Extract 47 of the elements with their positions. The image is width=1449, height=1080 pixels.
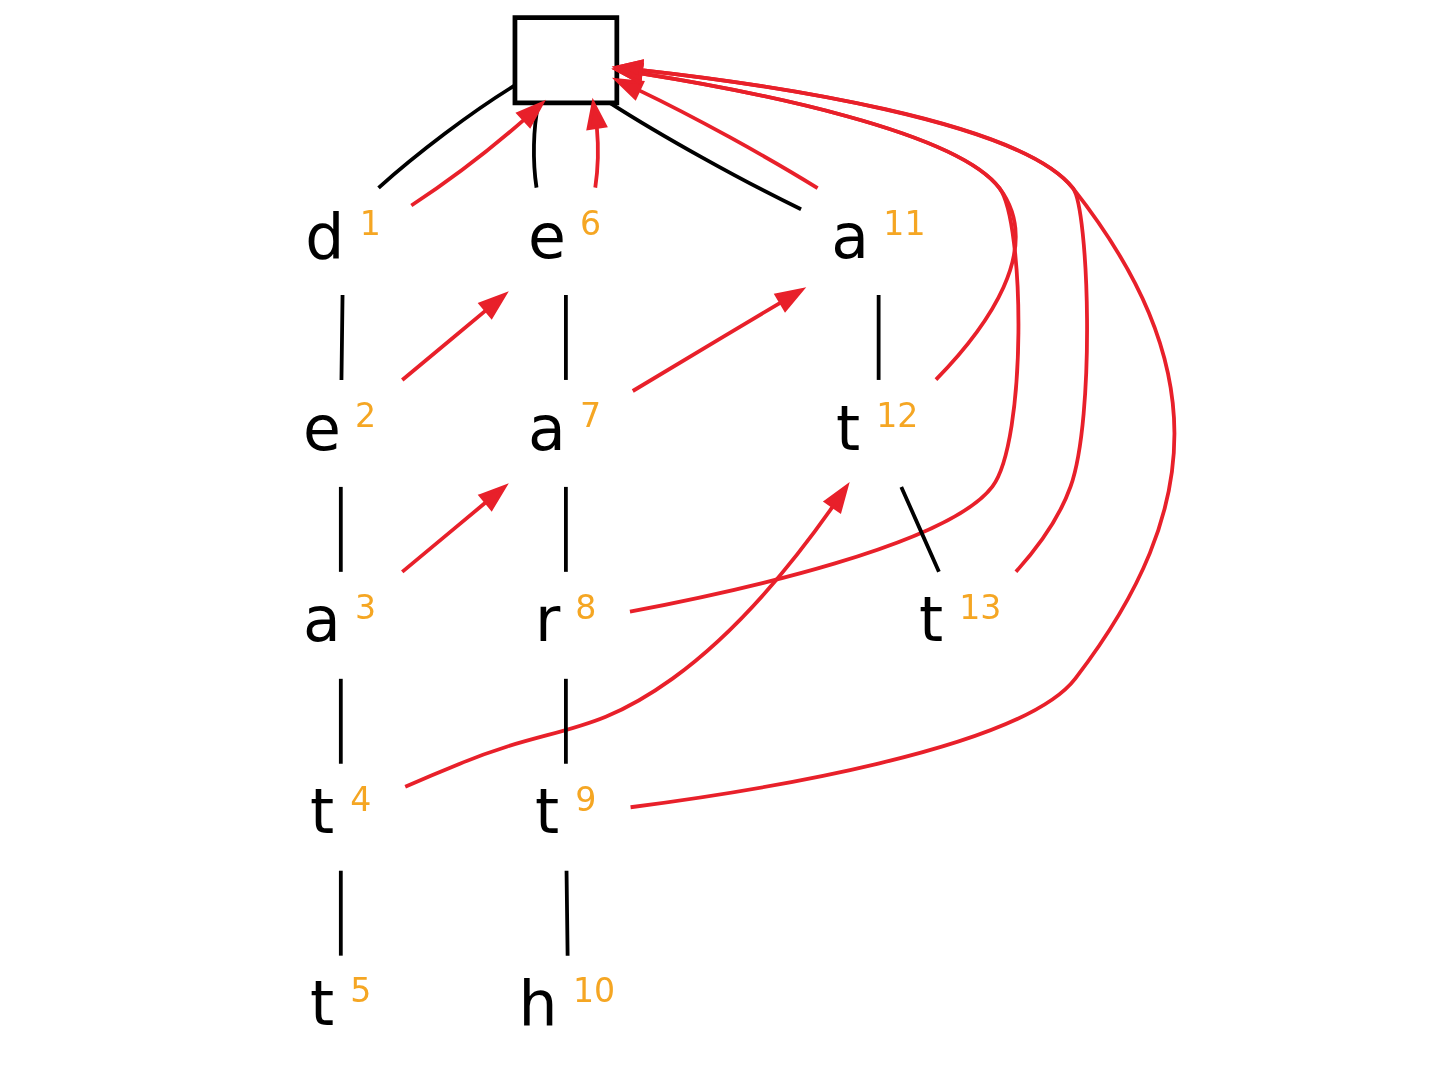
connector: [564, 486, 568, 572]
node-label: 12: [876, 395, 919, 435]
arrow: [631, 287, 807, 393]
connector: [564, 295, 568, 380]
node-label: 5: [350, 971, 372, 1011]
connector: [338, 486, 343, 572]
arrow: [410, 99, 546, 208]
node-text: h: [518, 968, 558, 1041]
connector: [564, 678, 568, 764]
node-label: 13: [959, 587, 1002, 627]
connector: [564, 870, 570, 956]
connector: [338, 870, 343, 956]
node-text: t: [918, 584, 944, 657]
node-label: 9: [575, 779, 597, 819]
node-text: a: [527, 392, 566, 465]
node-label: 3: [355, 587, 377, 627]
node-text: a: [831, 200, 869, 273]
node-box: [512, 15, 620, 106]
node-label: 8: [575, 587, 597, 627]
node-label: 4: [350, 779, 372, 819]
connector: [899, 486, 941, 573]
node-text: d: [305, 200, 345, 273]
arrow: [611, 77, 819, 190]
node-text: e: [302, 392, 341, 465]
node-text: e: [527, 200, 566, 273]
node-text: r: [535, 584, 561, 657]
node-label: 10: [573, 971, 616, 1011]
arrow: [401, 483, 509, 574]
arrow: [611, 62, 1021, 614]
arrow: [404, 482, 850, 789]
node-text: t: [310, 776, 335, 849]
node-label: 7: [580, 395, 602, 435]
node-text: a: [302, 584, 341, 657]
connector: [339, 295, 345, 380]
arrow: [401, 291, 509, 382]
arrow: [586, 97, 608, 188]
node-label: 11: [883, 203, 926, 243]
node-label: 2: [355, 395, 377, 435]
node-text: t: [535, 776, 560, 849]
node-text: t: [310, 968, 335, 1041]
node-label: 6: [580, 203, 602, 243]
node-text: t: [835, 392, 861, 465]
connector: [876, 295, 881, 380]
node-label: 1: [359, 203, 381, 243]
connector: [338, 678, 343, 764]
connector: [377, 84, 516, 190]
arrow: [611, 62, 1018, 381]
